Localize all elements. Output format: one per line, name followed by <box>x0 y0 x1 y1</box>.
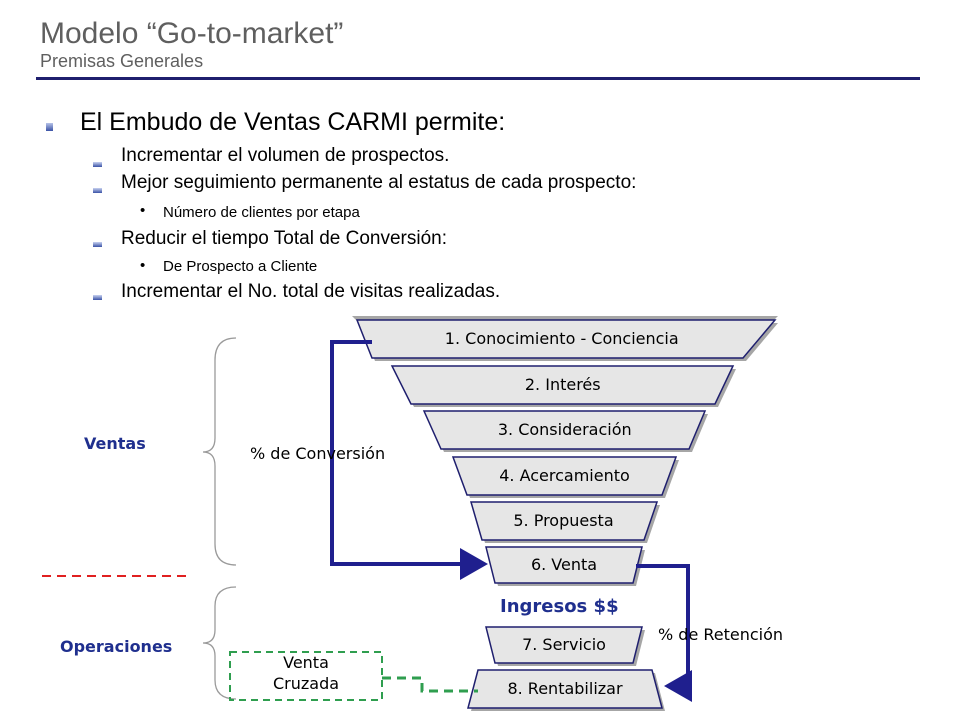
retention-arrow <box>636 564 692 702</box>
funnel-stage-label: 4. Acercamiento <box>499 466 630 485</box>
cross-sell-connector <box>382 676 478 693</box>
bullet-marker-icon <box>46 123 53 131</box>
funnel-stage-6 <box>485 546 643 584</box>
funnel-stage-5 <box>470 501 659 541</box>
funnel-stage-label: 6. Venta <box>530 555 598 574</box>
sub-bullet-item: De Prospecto a Cliente <box>163 258 318 275</box>
funnel-stage-2 <box>390 365 735 405</box>
operaciones-brace <box>202 586 237 700</box>
funnel-stage-label: 5. Propuesta <box>513 511 614 530</box>
conversion-label: % de Conversión <box>250 444 386 463</box>
bullet-item: Incrementar el volumen de prospectos. <box>121 145 450 166</box>
conversion-arrow <box>330 340 488 580</box>
ventas-label: Ventas <box>84 434 146 453</box>
bullet-marker-icon <box>93 242 102 247</box>
revenue-label: Ingresos $$ <box>500 596 619 617</box>
title-divider <box>36 77 920 80</box>
funnel-stage-label: 2. Interés <box>524 375 601 394</box>
page-title: Modelo “Go-to-market” <box>40 17 344 50</box>
funnel-stage-8 <box>467 669 663 709</box>
retention-label: % de Retención <box>658 625 784 644</box>
page-subtitle: Premisas Generales <box>40 51 204 71</box>
funnel-stage-label: 8. Rentabilizar <box>507 679 623 698</box>
venta-cruzada-line2: Cruzada <box>272 674 340 693</box>
bullet-marker-icon <box>93 295 102 300</box>
main-bullet: El Embudo de Ventas CARMI permite: <box>80 108 506 136</box>
bullet-dot-icon: • <box>140 202 146 219</box>
operaciones-label: Operaciones <box>60 637 173 656</box>
bullet-item: Reducir el tiempo Total de Conversión: <box>121 228 447 249</box>
bullet-dot-icon: • <box>140 257 146 274</box>
bullet-marker-icon <box>93 162 102 167</box>
funnel-stage-label: 1. Conocimiento - Conciencia <box>444 329 679 348</box>
venta-cruzada-box <box>229 651 383 701</box>
sub-bullet-item: Número de clientes por etapa <box>163 204 360 221</box>
bullet-marker-icon <box>93 188 102 193</box>
venta-cruzada-label: Venta Cruzada <box>230 652 382 700</box>
bullet-item: Mejor seguimiento permanente al estatus … <box>121 172 637 193</box>
funnel-stage-4 <box>451 456 678 496</box>
funnel-stage-3 <box>422 410 707 450</box>
bullet-item: Incrementar el No. total de visitas real… <box>121 281 501 302</box>
funnel-stage-label: 7. Servicio <box>522 635 606 654</box>
funnel-stage-1 <box>355 319 777 359</box>
funnel-stage-label: 3. Consideración <box>497 420 632 439</box>
venta-cruzada-line1: Venta <box>283 653 329 672</box>
funnel-stage-7 <box>485 626 643 664</box>
ventas-brace <box>202 337 237 566</box>
